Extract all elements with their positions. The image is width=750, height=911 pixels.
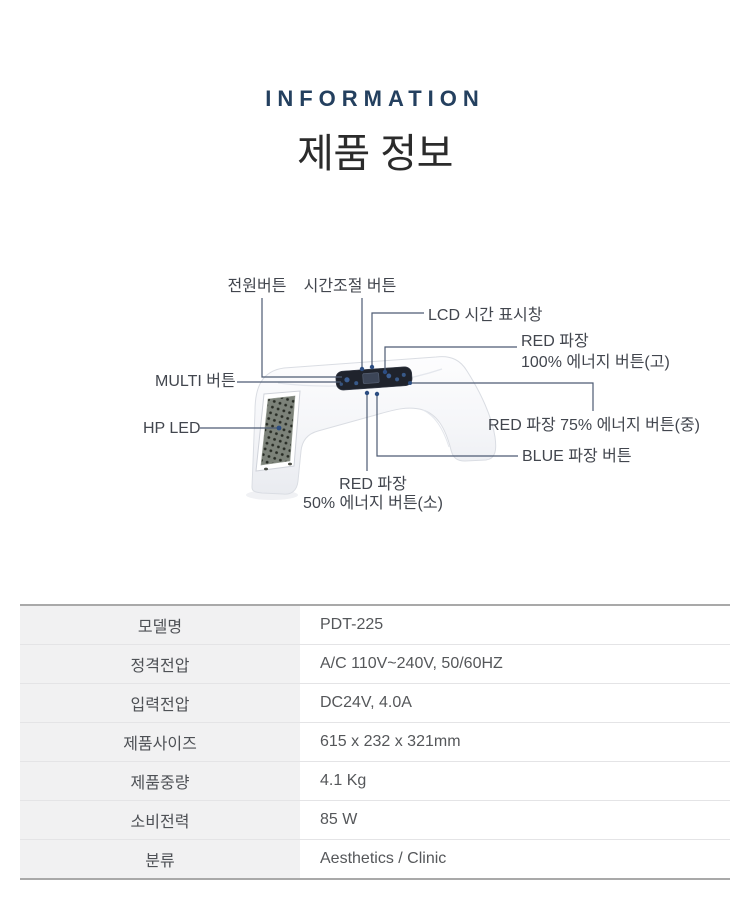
section-eyebrow: INFORMATION [265, 86, 485, 111]
table-row: 모델명 PDT-225 [20, 606, 730, 645]
spec-value: PDT-225 [300, 606, 730, 644]
device-annotated-diagram: 전원버튼 시간조절 버튼 LCD 시간 표시창 RED 파장 100% 에너지 … [0, 265, 750, 545]
table-row: 제품중량 4.1 Kg [20, 762, 730, 801]
spec-table: 모델명 PDT-225 정격전압 A/C 110V~240V, 50/60HZ … [20, 604, 730, 880]
callout-timer-button-label: 시간조절 버튼 [303, 278, 397, 295]
spec-value: 615 x 232 x 321mm [300, 723, 730, 761]
callout-blue-button-label: BLUE 파장 버튼 [522, 448, 632, 465]
spec-label: 모델명 [20, 606, 300, 644]
callout-red-50-button-label: RED 파장 50% 에너지 버튼(소) [298, 475, 448, 513]
spec-value: Aesthetics / Clinic [300, 840, 730, 878]
spec-label: 제품사이즈 [20, 723, 300, 761]
spec-value: DC24V, 4.0A [300, 684, 730, 722]
spec-value: 85 W [300, 801, 730, 839]
spec-label: 입력전압 [20, 684, 300, 722]
callout-power-button-label: 전원버튼 [227, 278, 287, 295]
device-body [246, 356, 497, 500]
callout-multi-button-label: MULTI 버튼 [155, 373, 236, 390]
callout-red-100-button-label: RED 파장 100% 에너지 버튼(고) [521, 331, 670, 373]
leader-lines [200, 298, 594, 471]
spec-label: 제품중량 [20, 762, 300, 800]
table-row: 소비전력 85 W [20, 801, 730, 840]
callout-red-100-line1: RED 파장 [521, 333, 589, 350]
page-title: 제품 정보 [297, 132, 453, 176]
callout-red-50-line2: 50% 에너지 버튼(소) [303, 495, 443, 512]
callout-hp-led-label: HP LED [143, 420, 201, 437]
callout-red-100-line2: 100% 에너지 버튼(고) [521, 354, 670, 371]
device-illustration [200, 298, 594, 500]
callout-red-50-line1: RED 파장 [339, 476, 407, 493]
spec-label: 분류 [20, 840, 300, 878]
spec-label: 정격전압 [20, 645, 300, 683]
table-row: 입력전압 DC24V, 4.0A [20, 684, 730, 723]
callout-red-75-button-label: RED 파장 75% 에너지 버튼(중) [488, 417, 701, 434]
table-row: 정격전압 A/C 110V~240V, 50/60HZ [20, 645, 730, 684]
callout-lcd-display-label: LCD 시간 표시창 [428, 307, 543, 324]
table-row: 분류 Aesthetics / Clinic [20, 840, 730, 878]
anchor-dots [276, 364, 412, 431]
control-panel [335, 366, 413, 391]
spec-value: A/C 110V~240V, 50/60HZ [300, 645, 730, 683]
spec-value: 4.1 Kg [300, 762, 730, 800]
spec-label: 소비전력 [20, 801, 300, 839]
table-row: 제품사이즈 615 x 232 x 321mm [20, 723, 730, 762]
led-panel [255, 390, 301, 472]
